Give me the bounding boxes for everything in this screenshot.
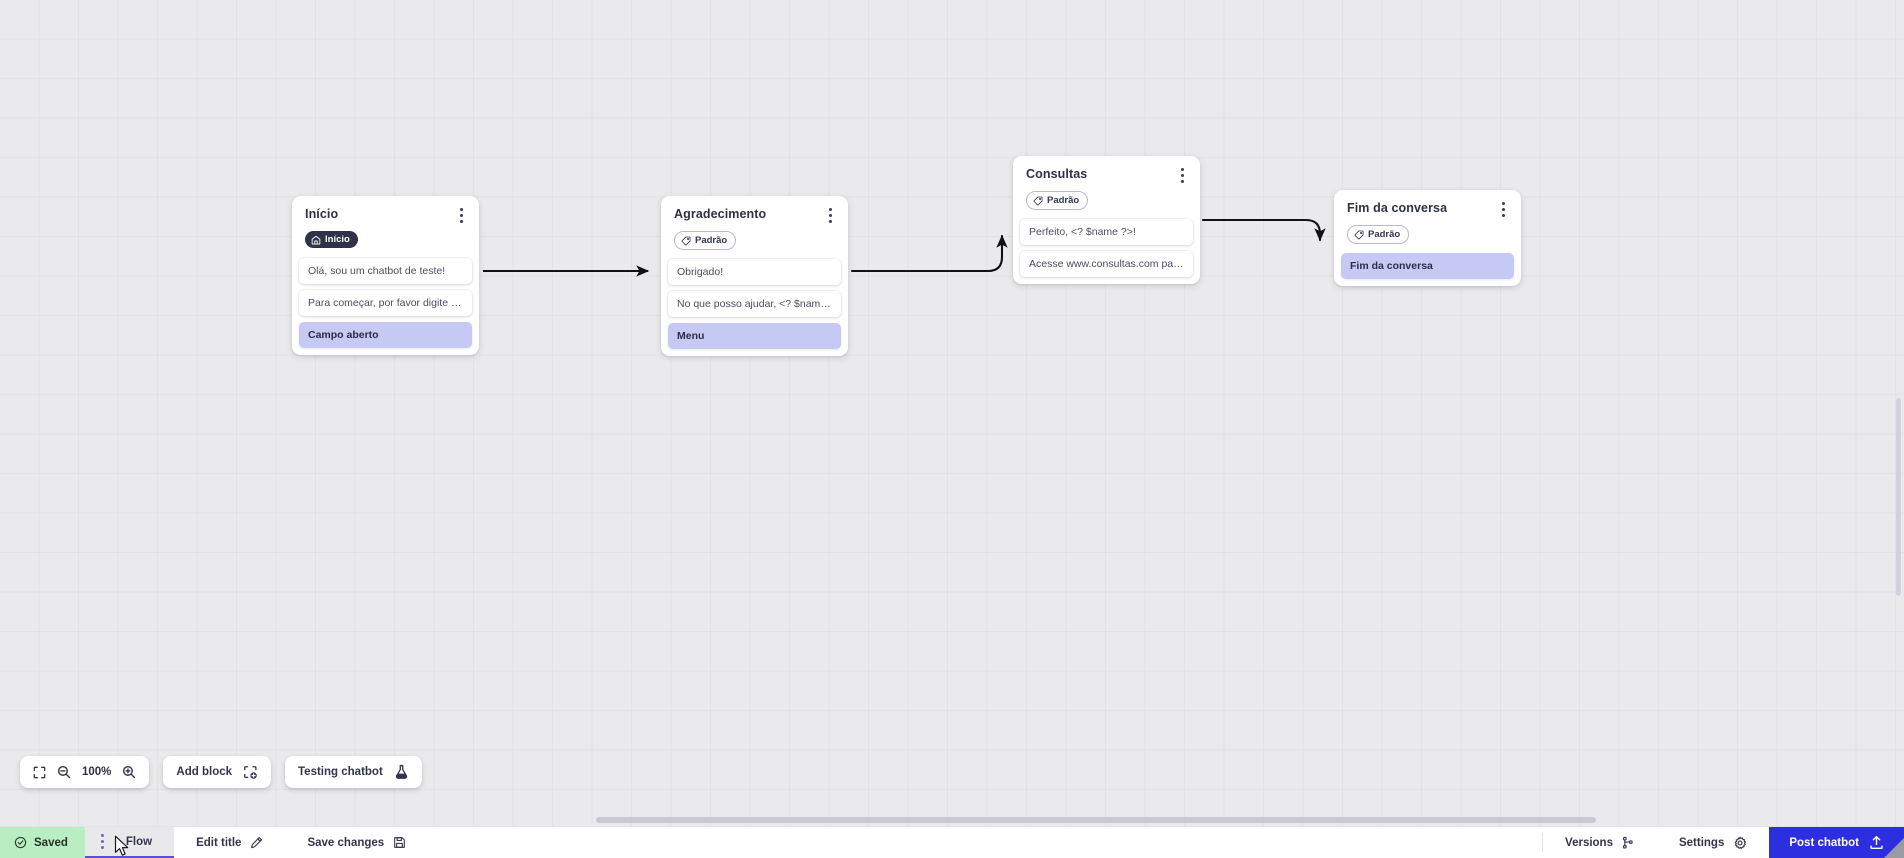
horizontal-scrollbar[interactable] bbox=[596, 817, 1596, 823]
node-title: Agradecimento bbox=[674, 207, 767, 221]
tag-icon bbox=[681, 236, 691, 246]
resize-handle-icon[interactable] bbox=[1884, 838, 1904, 858]
add-block-button[interactable]: Add block bbox=[163, 756, 272, 788]
check-circle-icon bbox=[14, 836, 27, 849]
node-badge[interactable]: Padrão bbox=[1026, 191, 1089, 210]
node-badge-label: Padrão bbox=[1047, 195, 1080, 206]
bottom-bar: Saved Flow Edit title Save changes bbox=[0, 826, 1904, 858]
node-row[interactable]: Para começar, por favor digite o ... bbox=[299, 289, 472, 316]
tab-flow-label: Flow bbox=[125, 835, 153, 848]
versions-button[interactable]: Versions bbox=[1543, 827, 1657, 858]
canvas-toolbar: 100% Add block bbox=[20, 756, 422, 788]
tab-flow[interactable]: Flow bbox=[84, 827, 175, 858]
fit-screen-icon[interactable] bbox=[33, 766, 46, 779]
edit-title-button[interactable]: Edit title bbox=[174, 827, 285, 858]
bottom-bar-right: Versions Settings Post ch bbox=[1542, 827, 1904, 858]
node-rows: Obrigado! No que posso ajudar, <? $name .… bbox=[661, 251, 848, 349]
node-badge-label: Início bbox=[325, 234, 350, 245]
node-title: Fim da conversa bbox=[1347, 201, 1448, 215]
pencil-icon bbox=[250, 836, 263, 849]
settings-label: Settings bbox=[1678, 836, 1725, 849]
flow-kebab-icon[interactable] bbox=[96, 832, 110, 850]
post-chatbot-label: Post chatbot bbox=[1789, 836, 1859, 849]
branch-icon bbox=[1622, 836, 1635, 850]
node-title: Início bbox=[305, 207, 339, 221]
bottom-bar-left: Saved Flow Edit title Save changes bbox=[0, 827, 428, 858]
node-badge[interactable]: Padrão bbox=[1347, 225, 1410, 244]
node-row[interactable]: Menu bbox=[668, 322, 841, 349]
vertical-scrollbar[interactable] bbox=[1896, 398, 1901, 596]
upload-icon bbox=[1869, 835, 1884, 850]
node-header: Início bbox=[292, 196, 479, 224]
node-menu-icon[interactable] bbox=[1496, 200, 1510, 218]
node-badges: Padrão bbox=[661, 224, 848, 251]
add-block-label: Add block bbox=[176, 766, 233, 778]
saved-label: Saved bbox=[34, 836, 68, 849]
zoom-level: 100% bbox=[82, 766, 112, 778]
flow-edges bbox=[483, 218, 1326, 277]
node-rows: Olá, sou um chatbot de teste! Para começa… bbox=[292, 250, 479, 348]
node-badge-label: Padrão bbox=[1368, 229, 1401, 240]
post-chatbot-button[interactable]: Post chatbot bbox=[1769, 827, 1904, 858]
save-changes-label: Save changes bbox=[307, 836, 385, 849]
node-rows: Fim da conversa bbox=[1334, 245, 1521, 279]
node-row[interactable]: Obrigado! bbox=[668, 258, 841, 285]
node-header: Fim da conversa bbox=[1334, 190, 1521, 218]
edge-agradecimento-consultas bbox=[850, 234, 1008, 273]
gear-icon bbox=[1733, 836, 1747, 850]
node-badge-label: Padrão bbox=[695, 235, 728, 246]
settings-button[interactable]: Settings bbox=[1657, 827, 1769, 858]
saved-status: Saved bbox=[0, 827, 85, 858]
divider bbox=[1542, 833, 1544, 852]
zoom-controls: 100% bbox=[20, 756, 150, 788]
testing-chatbot-label: Testing chatbot bbox=[298, 766, 383, 778]
add-block-icon bbox=[243, 765, 258, 780]
node-badges: Padrão bbox=[1013, 184, 1200, 211]
zoom-in-icon[interactable] bbox=[122, 765, 136, 779]
versions-label: Versions bbox=[1565, 836, 1613, 849]
node-header: Consultas bbox=[1013, 156, 1200, 184]
zoom-out-icon[interactable] bbox=[57, 765, 71, 779]
node-row[interactable]: Acesse www.consultas.com par... bbox=[1020, 250, 1193, 277]
testing-chatbot-button[interactable]: Testing chatbot bbox=[285, 756, 422, 788]
node-row[interactable]: Fim da conversa bbox=[1341, 252, 1514, 279]
node-menu-icon[interactable] bbox=[823, 206, 837, 224]
node-menu-icon[interactable] bbox=[454, 206, 468, 224]
node-row[interactable]: Olá, sou um chatbot de teste! bbox=[299, 257, 472, 284]
edge-consultas-fim bbox=[1201, 218, 1326, 242]
node-badges: Padrão bbox=[1334, 218, 1521, 245]
home-icon bbox=[311, 235, 321, 245]
tag-icon bbox=[1354, 230, 1364, 240]
node-header: Agradecimento bbox=[661, 196, 848, 224]
node-badge[interactable]: Padrão bbox=[674, 231, 737, 250]
node-title: Consultas bbox=[1026, 167, 1088, 181]
node-badges: Início bbox=[292, 224, 479, 250]
tag-icon bbox=[1033, 196, 1043, 206]
node-badge[interactable]: Início bbox=[305, 231, 358, 248]
node-rows: Perfeito, <? $name ?>! Acesse www.consult… bbox=[1013, 211, 1200, 277]
node-row[interactable]: Campo aberto bbox=[299, 321, 472, 348]
node-menu-icon[interactable] bbox=[1175, 166, 1189, 184]
node-row[interactable]: No que posso ajudar, <? $name ... bbox=[668, 290, 841, 317]
floppy-disk-icon bbox=[393, 836, 406, 849]
save-changes-button[interactable]: Save changes bbox=[285, 827, 428, 858]
node-row[interactable]: Perfeito, <? $name ?>! bbox=[1020, 218, 1193, 245]
edit-title-label: Edit title bbox=[196, 836, 242, 849]
flask-icon bbox=[394, 764, 409, 780]
